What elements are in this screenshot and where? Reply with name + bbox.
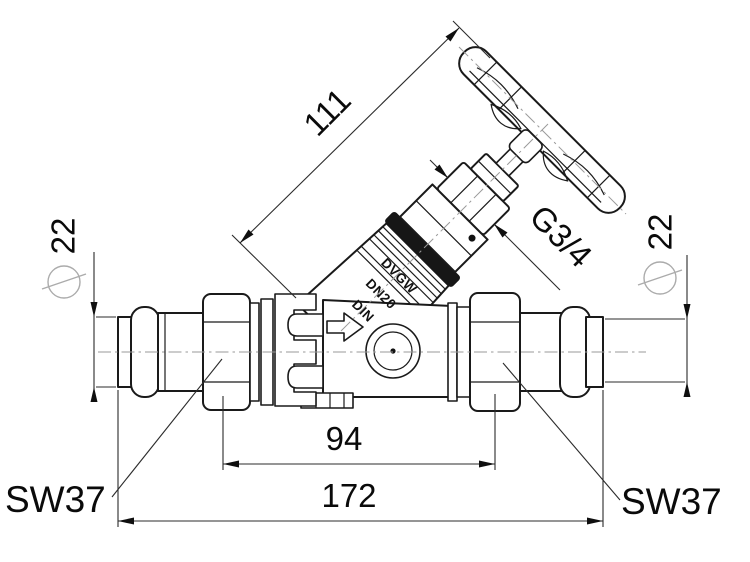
- handwheel-spoke: [542, 150, 569, 182]
- valve-body: [300, 299, 456, 409]
- body-fin: [287, 365, 324, 389]
- dim-g34-label: G3/4: [523, 198, 600, 275]
- bonnet-vent-hole: [468, 234, 476, 242]
- handwheel-centerline: [458, 46, 627, 215]
- dimension-22-left: 22: [41, 218, 116, 402]
- dim-172-label: 172: [321, 477, 376, 514]
- diameter-icon: [47, 265, 81, 299]
- dim-22-right-label: 22: [642, 214, 679, 251]
- bonnet-axis-centerline: [340, 123, 549, 332]
- dim-22-left-label: 22: [45, 218, 82, 255]
- dim-94-label: 94: [326, 420, 363, 457]
- body-fins-left-comb: [274, 293, 317, 407]
- dimension-172: 172: [117, 390, 604, 527]
- handwheel-spoke: [490, 103, 522, 130]
- callout-sw37-left: SW37: [5, 358, 223, 520]
- dim-111-label: 111: [296, 81, 358, 143]
- sw37-right-label: SW37: [621, 481, 722, 522]
- body-fin: [287, 313, 324, 337]
- dimension-94: 94: [222, 394, 496, 470]
- dimension-22-right: 22: [605, 214, 691, 397]
- callout-sw37-right: SW37: [502, 362, 722, 522]
- sw37-left-label: SW37: [5, 479, 106, 520]
- diameter-icon: [643, 261, 677, 295]
